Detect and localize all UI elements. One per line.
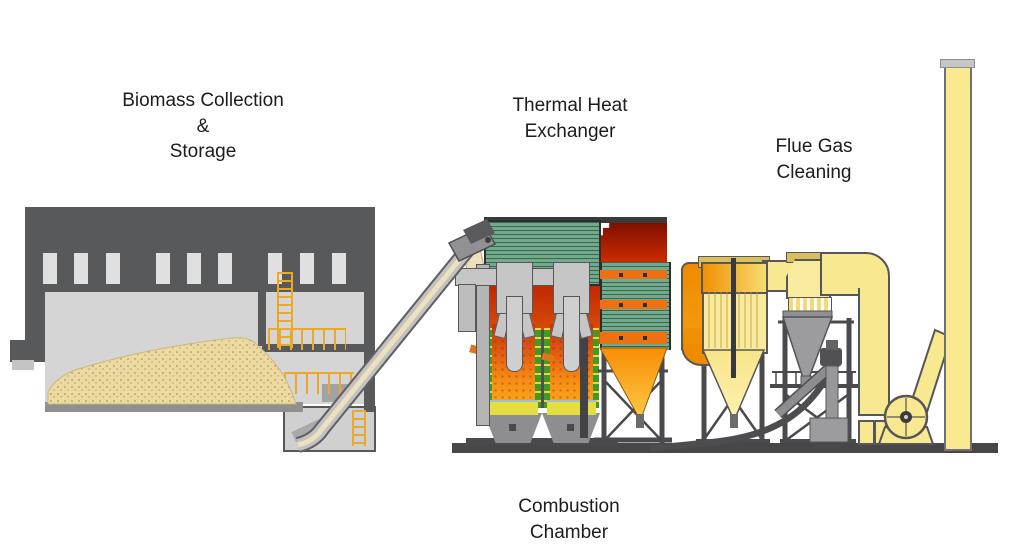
building-window <box>74 253 88 284</box>
furnace-base-skid <box>466 438 618 445</box>
building-left-step-lower <box>12 360 34 370</box>
multicyclone-frame <box>770 318 858 443</box>
building-window <box>300 253 314 284</box>
bunker-floor <box>45 402 303 412</box>
fan-inlet-stub <box>874 420 887 445</box>
stack-duct-vertical <box>858 288 890 416</box>
feeder-drop-pipe <box>506 296 523 372</box>
duct-seam <box>861 286 881 296</box>
stage-label-flue-gas-cleaning: Flue Gas Cleaning <box>775 136 853 183</box>
hx-header-band <box>600 300 667 309</box>
stage-label-combustion-chamber: Combustion Chamber <box>518 496 620 543</box>
feeder-drop-pipe <box>563 296 580 372</box>
hopper-vent <box>567 424 574 431</box>
platform-railing <box>268 328 346 350</box>
fan-inlet-stub <box>858 420 875 445</box>
furnace-divider <box>541 330 544 408</box>
screw-motor <box>820 348 842 366</box>
grate-band <box>547 400 596 415</box>
stage-label-biomass-collection-storage: Biomass Collection & Storage <box>122 90 284 162</box>
building-window <box>218 253 232 284</box>
support-column <box>458 284 476 332</box>
furnace-wall <box>535 328 541 408</box>
building-window <box>106 253 120 284</box>
hx-support-frame <box>594 348 672 443</box>
support-pedestal <box>809 417 849 443</box>
collector-center-rod <box>731 258 736 378</box>
building-left-wall <box>25 292 45 347</box>
building-left-step <box>10 340 45 362</box>
furnace-wall <box>593 328 599 408</box>
multicyclone-cone <box>781 310 834 393</box>
stage-label-thermal-heat-exchanger: Thermal Heat Exchanger <box>512 95 628 142</box>
grate-band <box>489 400 538 415</box>
building-window <box>332 253 346 284</box>
building-window <box>156 253 170 284</box>
hx-header-band <box>600 332 667 344</box>
downcomer-duct <box>580 300 588 438</box>
access-ladder <box>352 410 366 446</box>
multicyclone-tubes <box>788 297 832 319</box>
hx-ash-hopper <box>599 347 668 428</box>
ash-discharge-pipe <box>648 362 837 452</box>
furnace-wall <box>544 328 550 408</box>
building-window <box>43 253 57 284</box>
building-window <box>187 253 201 284</box>
enclosure-left-wall <box>476 264 490 426</box>
platform-railing <box>284 372 354 394</box>
hopper-vent <box>509 424 516 431</box>
stack-chimney <box>944 64 972 451</box>
duct-seam <box>684 328 701 344</box>
ash-screw-conveyor <box>648 340 849 452</box>
chimney-cap <box>940 59 975 68</box>
fuel-feeder-left <box>496 262 533 314</box>
building-right-wall <box>364 292 375 412</box>
building-divider-wall <box>258 292 266 346</box>
hx-header-band <box>600 270 667 279</box>
